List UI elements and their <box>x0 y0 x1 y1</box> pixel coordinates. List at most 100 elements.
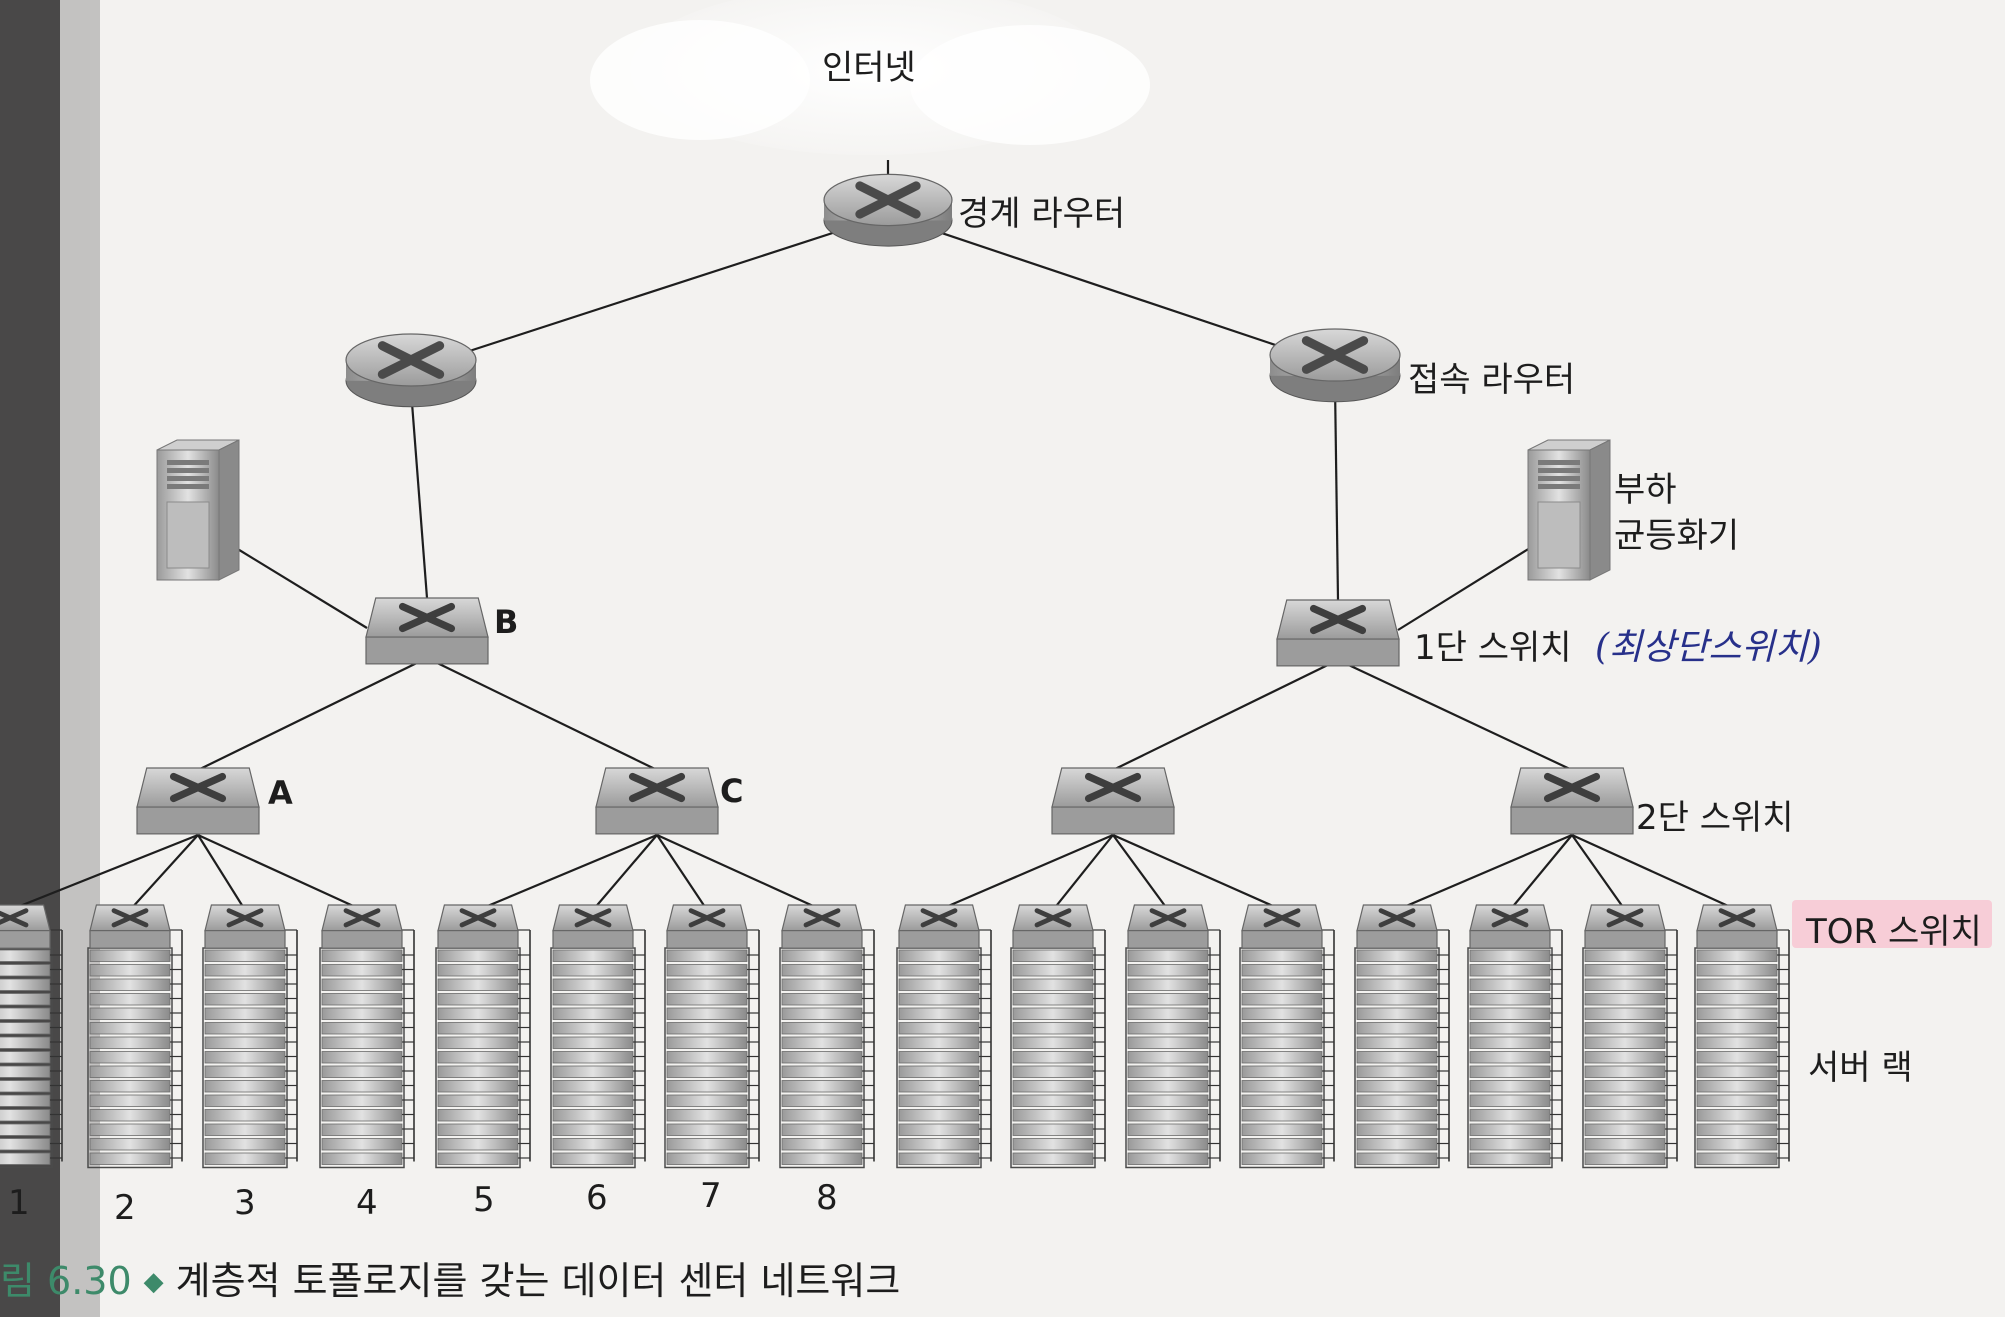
link-line <box>197 833 363 912</box>
server-rack-15 <box>1582 929 1678 1169</box>
link-line <box>1333 384 1340 601</box>
network-devices <box>0 173 1790 1169</box>
switch-x-icon <box>628 772 686 803</box>
link-line <box>1112 834 1169 911</box>
link-line <box>129 834 199 911</box>
tor-switch-3 <box>204 904 286 949</box>
load-balancer-label-line1: 부하 <box>1614 470 1677 510</box>
link-line <box>1571 834 1626 911</box>
link-line <box>1397 547 1531 631</box>
tor-highlight <box>1792 900 1992 948</box>
server-rack-14 <box>1467 929 1563 1169</box>
server-rack-7 <box>664 929 760 1169</box>
rack-number-2: 2 <box>114 1188 136 1228</box>
link-line <box>1571 833 1738 912</box>
switch-x-icon <box>803 908 841 928</box>
load-balancer-server <box>1527 439 1611 581</box>
border-router <box>823 173 953 247</box>
switch-x-icon <box>459 908 497 928</box>
switch-x-icon <box>1718 908 1756 928</box>
tor-switch-4 <box>321 904 403 949</box>
access-router-1 <box>345 333 477 408</box>
tor-switch-9 <box>898 904 980 949</box>
switch-x-icon <box>111 908 149 928</box>
switch-x-icon <box>574 908 612 928</box>
link-line <box>656 834 708 911</box>
link-line <box>477 833 658 912</box>
access-router-2 <box>1269 328 1401 403</box>
caption-bullet-icon: ◆ <box>143 1267 164 1297</box>
switch-x-icon <box>1543 772 1601 803</box>
switch-x-icon <box>1034 908 1072 928</box>
rack-number-7: 7 <box>700 1176 722 1216</box>
tier1-handwritten-note: (최상단스위치) <box>1595 627 1822 668</box>
tor-switch-6 <box>552 904 634 949</box>
caption-text: 계층적 토폴로지를 갖는 데이터 센터 네트워크 <box>175 1259 901 1303</box>
tor-switch-5 <box>437 904 519 949</box>
switch-x-icon <box>398 602 456 633</box>
switch-x-icon <box>1084 772 1142 803</box>
tier2-switch-3 <box>1051 767 1175 835</box>
link-line <box>409 389 429 599</box>
link-line <box>197 657 428 771</box>
link-line <box>9 833 199 912</box>
rack-number-5: 5 <box>473 1180 495 1220</box>
internet-cloud <box>590 0 1150 155</box>
tor-switch-8 <box>781 904 863 949</box>
tier2-switch-4 <box>1510 767 1634 835</box>
switch-x-icon <box>920 908 958 928</box>
link-line <box>656 833 823 912</box>
server-rack-12 <box>1239 929 1335 1169</box>
switch-a-label: A <box>268 774 293 812</box>
tor-switch-11 <box>1127 904 1209 949</box>
link-line <box>592 834 658 911</box>
link-line <box>410 213 889 372</box>
switch-x-icon <box>1606 908 1644 928</box>
tor-switch-14 <box>1469 904 1551 949</box>
switch-x-icon <box>226 908 264 928</box>
figure-number: 림 6.30 <box>0 1259 132 1303</box>
link-line <box>887 213 1336 367</box>
switch-x-icon <box>1263 908 1301 928</box>
server-rack-3 <box>202 929 298 1169</box>
link-line <box>1112 659 1339 771</box>
switch-c-label: C <box>720 772 744 810</box>
server-rack-11 <box>1125 929 1221 1169</box>
server-rack-1 <box>0 929 63 1169</box>
link-line <box>1396 833 1573 912</box>
switch-b-label: B <box>494 603 519 641</box>
server-rack-16 <box>1694 929 1790 1169</box>
link-line <box>235 547 368 629</box>
rack-number-6: 6 <box>586 1178 608 1218</box>
router-x-icon <box>377 341 445 379</box>
tier1-switch-2 <box>1276 599 1400 667</box>
server-rack-2 <box>87 929 183 1169</box>
border-router-label: 경계 라우터 <box>958 194 1126 234</box>
tor-switch-7 <box>666 904 748 949</box>
router-x-icon <box>1301 336 1369 374</box>
rack-number-4: 4 <box>356 1183 378 1223</box>
switch-x-icon <box>0 908 29 928</box>
tor-switch-12 <box>1241 904 1323 949</box>
figure-caption: 림 6.30 ◆ 계층적 토폴로지를 갖는 데이터 센터 네트워크 <box>0 1250 900 1305</box>
server-rack-5 <box>435 929 531 1169</box>
server-rack-6 <box>550 929 646 1169</box>
tor-switch-2 <box>89 904 171 949</box>
switch-x-icon <box>343 908 381 928</box>
switch-x-icon <box>1378 908 1416 928</box>
server-rack-label: 서버 랙 <box>1808 1048 1913 1088</box>
switch-x-icon <box>169 772 227 803</box>
tier2-switch-label: 2단 스위치 <box>1636 798 1794 838</box>
server-rack-10 <box>1010 929 1106 1169</box>
rack-number-1: 1 <box>8 1183 30 1223</box>
internet-label: 인터넷 <box>822 48 916 88</box>
server-left <box>156 439 240 581</box>
switch-x-icon <box>1491 908 1529 928</box>
rack-number-8: 8 <box>816 1178 838 1218</box>
switch-x-icon <box>1149 908 1187 928</box>
tor-switch-13 <box>1356 904 1438 949</box>
link-line <box>197 834 246 911</box>
tor-switch-label: TOR 스위치 <box>1806 912 1982 952</box>
network-links <box>9 160 1738 912</box>
